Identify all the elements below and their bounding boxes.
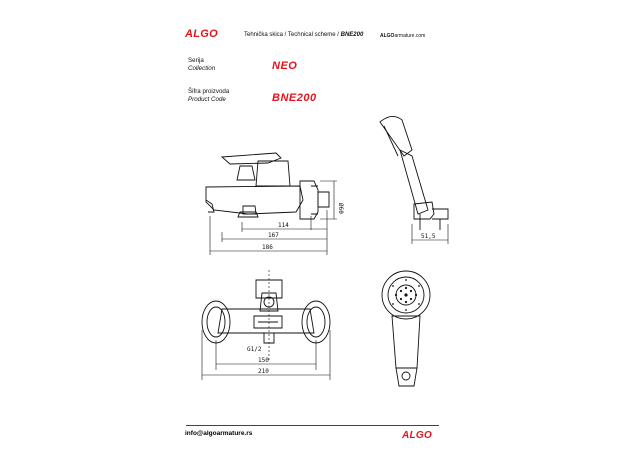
dim-186: 186 — [262, 244, 273, 251]
dim-diameter-60: Ø60 — [337, 203, 344, 214]
header-website[interactable]: ALGOarmature.com — [380, 33, 425, 39]
series-label: Serija Collection — [188, 57, 215, 72]
dim-210: 210 — [258, 368, 269, 375]
dim-150: 150 — [258, 357, 269, 364]
header-title-code: BNE200 — [340, 32, 364, 38]
shower-nozzle-dots — [392, 279, 420, 311]
footer-divider — [186, 425, 439, 426]
product-code-label-en: Product Code — [188, 95, 226, 103]
hand-shower-side-view — [379, 116, 449, 230]
header-logo: ALGO — [185, 28, 218, 40]
footer-logo: ALGO — [402, 430, 433, 441]
mixer-front-view — [201, 279, 331, 344]
dim-167: 167 — [268, 232, 279, 239]
series-label-en: Collection — [188, 64, 216, 72]
side-view-dimensions — [209, 180, 337, 255]
dim-thread-g1-2: G1/2 — [247, 346, 262, 353]
header-website-bold: ALGO — [380, 33, 395, 39]
header-title: Tehnička skica / Technical scheme / BNE2… — [244, 32, 363, 38]
footer-email-link[interactable]: info@algoarmature.rs — [185, 430, 253, 437]
front-view-dimensions — [201, 270, 331, 380]
header-title-prefix: Tehnička skica / Technical scheme / — [244, 32, 341, 38]
series-label-local: Serija — [188, 57, 204, 64]
dim-51-5: 51,5 — [421, 233, 436, 240]
product-code-label: Šifra proizvoda Product Code — [188, 88, 229, 103]
product-code-label-local: Šifra proizvoda — [188, 88, 230, 95]
product-code-value: BNE200 — [272, 92, 317, 104]
header-website-rest: armature.com — [394, 33, 426, 39]
shower-side-dimensions — [411, 224, 449, 244]
series-value: NEO — [272, 60, 298, 72]
dim-114: 114 — [278, 222, 289, 229]
mixer-side-view — [205, 152, 330, 220]
hand-shower-front-view — [381, 270, 431, 387]
